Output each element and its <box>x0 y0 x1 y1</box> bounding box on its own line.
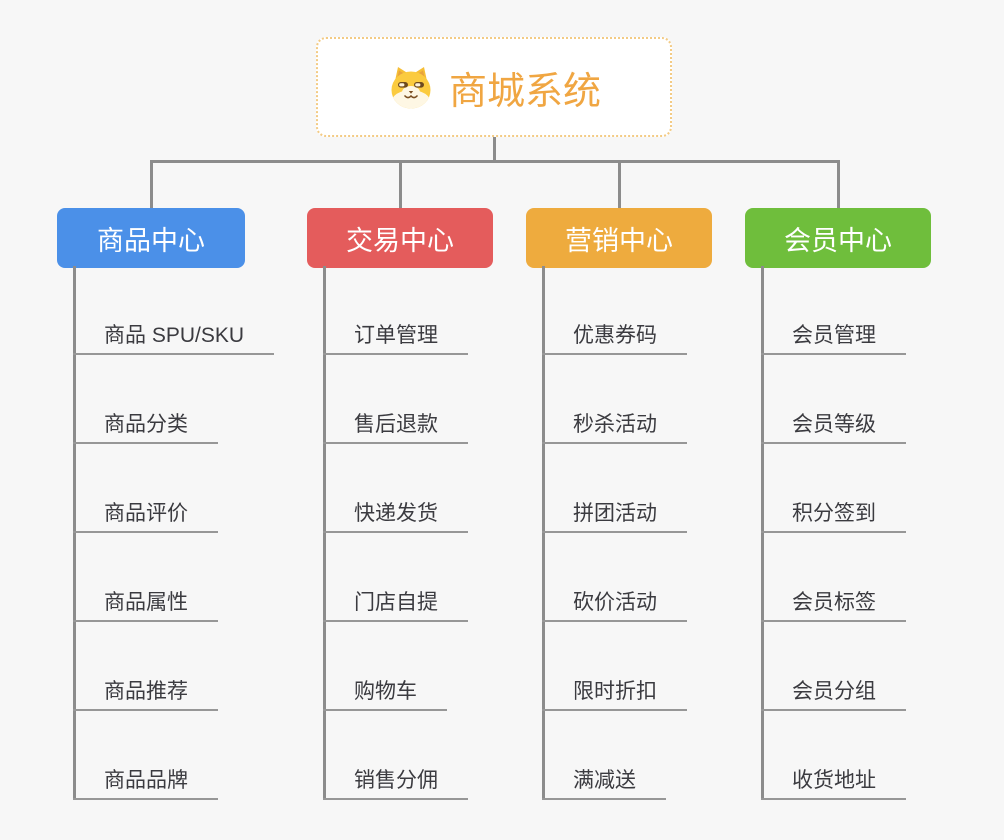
branch-label: 商品中心 <box>97 225 205 256</box>
branch-tree-line <box>323 266 326 800</box>
child-node[interactable]: 购物车 <box>323 676 447 711</box>
connector-horizontal-bar <box>150 160 840 163</box>
connector-drop <box>150 160 153 208</box>
connector-drop <box>399 160 402 208</box>
branch-label: 营销中心 <box>565 225 673 256</box>
root-title: 商城系统 <box>448 70 601 113</box>
branch-node[interactable]: 交易中心 <box>307 208 493 268</box>
child-node[interactable]: 会员等级 <box>761 409 906 444</box>
child-node[interactable]: 会员标签 <box>761 587 906 622</box>
connector-drop <box>837 160 840 208</box>
branch-tree-line <box>542 266 545 800</box>
child-node[interactable]: 商品品牌 <box>73 765 218 800</box>
child-node[interactable]: 商品推荐 <box>73 676 218 711</box>
branch-tree-line <box>73 266 76 800</box>
child-node[interactable]: 销售分佣 <box>323 765 468 800</box>
child-node[interactable]: 快递发货 <box>323 498 468 533</box>
child-node[interactable]: 订单管理 <box>323 320 468 355</box>
child-node[interactable]: 满减送 <box>542 765 666 800</box>
child-node[interactable]: 积分签到 <box>761 498 906 533</box>
child-node[interactable]: 商品评价 <box>73 498 218 533</box>
root-node[interactable]: 商城系统 <box>316 37 672 137</box>
child-node[interactable]: 售后退款 <box>323 409 468 444</box>
branch-label: 会员中心 <box>784 225 892 256</box>
child-node[interactable]: 收货地址 <box>761 765 906 800</box>
branch-label: 交易中心 <box>346 225 454 256</box>
child-node[interactable]: 秒杀活动 <box>542 409 687 444</box>
child-node[interactable]: 限时折扣 <box>542 676 687 711</box>
connector-drop <box>618 160 621 208</box>
branch-node[interactable]: 营销中心 <box>526 208 712 268</box>
child-node[interactable]: 会员管理 <box>761 320 906 355</box>
child-node[interactable]: 商品 SPU/SKU <box>73 320 275 355</box>
connector-root-stub <box>493 136 496 163</box>
child-node[interactable]: 会员分组 <box>761 676 906 711</box>
child-node[interactable]: 门店自提 <box>323 587 468 622</box>
branch-node[interactable]: 会员中心 <box>745 208 931 268</box>
dog-face-icon <box>391 66 431 108</box>
child-node[interactable]: 优惠券码 <box>542 320 687 355</box>
child-node[interactable]: 商品属性 <box>73 587 218 622</box>
branch-node[interactable]: 商品中心 <box>57 208 245 268</box>
branch-tree-line <box>761 266 764 800</box>
child-node[interactable]: 砍价活动 <box>542 587 687 622</box>
child-node[interactable]: 拼团活动 <box>542 498 687 533</box>
child-node[interactable]: 商品分类 <box>73 409 218 444</box>
